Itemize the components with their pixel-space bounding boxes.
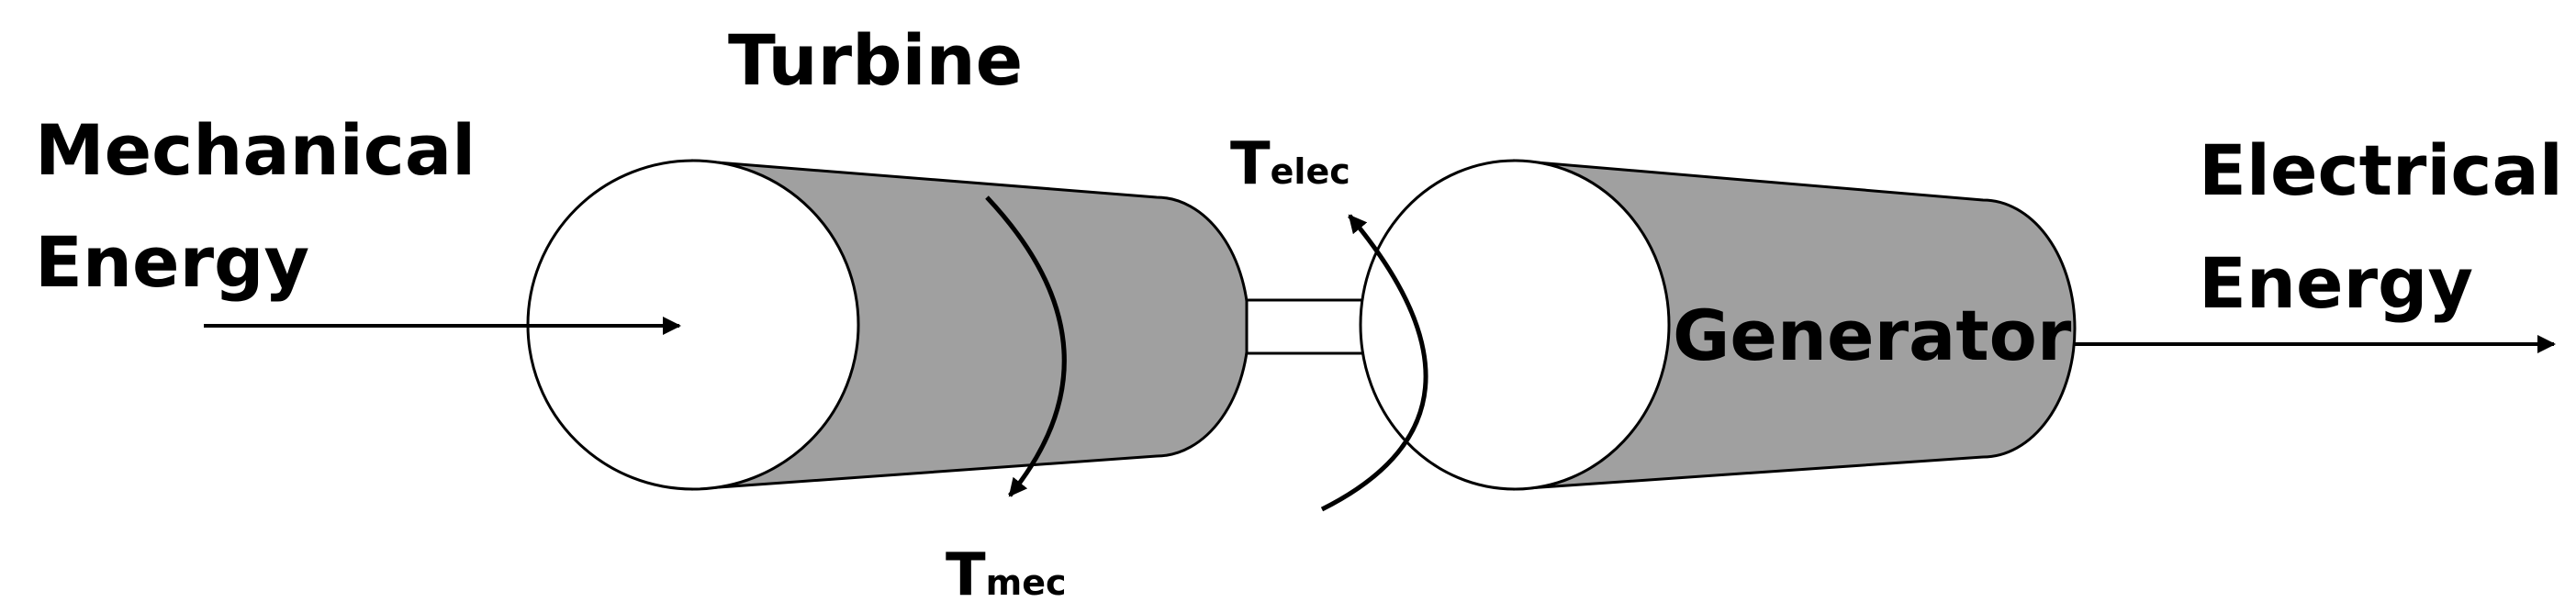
input-energy-label-line2: Energy xyxy=(35,221,309,303)
generator-end-face xyxy=(1359,159,1671,491)
generator-body xyxy=(1513,159,2077,491)
electrical-torque-symbol: T xyxy=(1230,130,1271,198)
turbine-label: Turbine xyxy=(728,19,1023,101)
mechanical-torque-subscript: mec xyxy=(986,563,1067,603)
output-energy-label-line2: Energy xyxy=(2199,242,2473,324)
mechanical-torque-arrow xyxy=(985,195,1067,497)
electrical-torque-label: Telec xyxy=(1230,130,1350,198)
turbine-cylinder xyxy=(526,159,1250,491)
electrical-torque-subscript: elec xyxy=(1271,151,1350,192)
generator-label: Generator xyxy=(1673,295,2072,376)
mechanical-torque-symbol: T xyxy=(946,541,986,609)
mechanical-torque-label: Tmec xyxy=(946,541,1067,609)
generator-cylinder xyxy=(1359,159,2077,491)
output-energy-label-line1: Electrical xyxy=(2199,129,2563,211)
input-energy-label-line1: Mechanical xyxy=(35,109,476,191)
electrical-torque-arrow xyxy=(1320,214,1428,512)
